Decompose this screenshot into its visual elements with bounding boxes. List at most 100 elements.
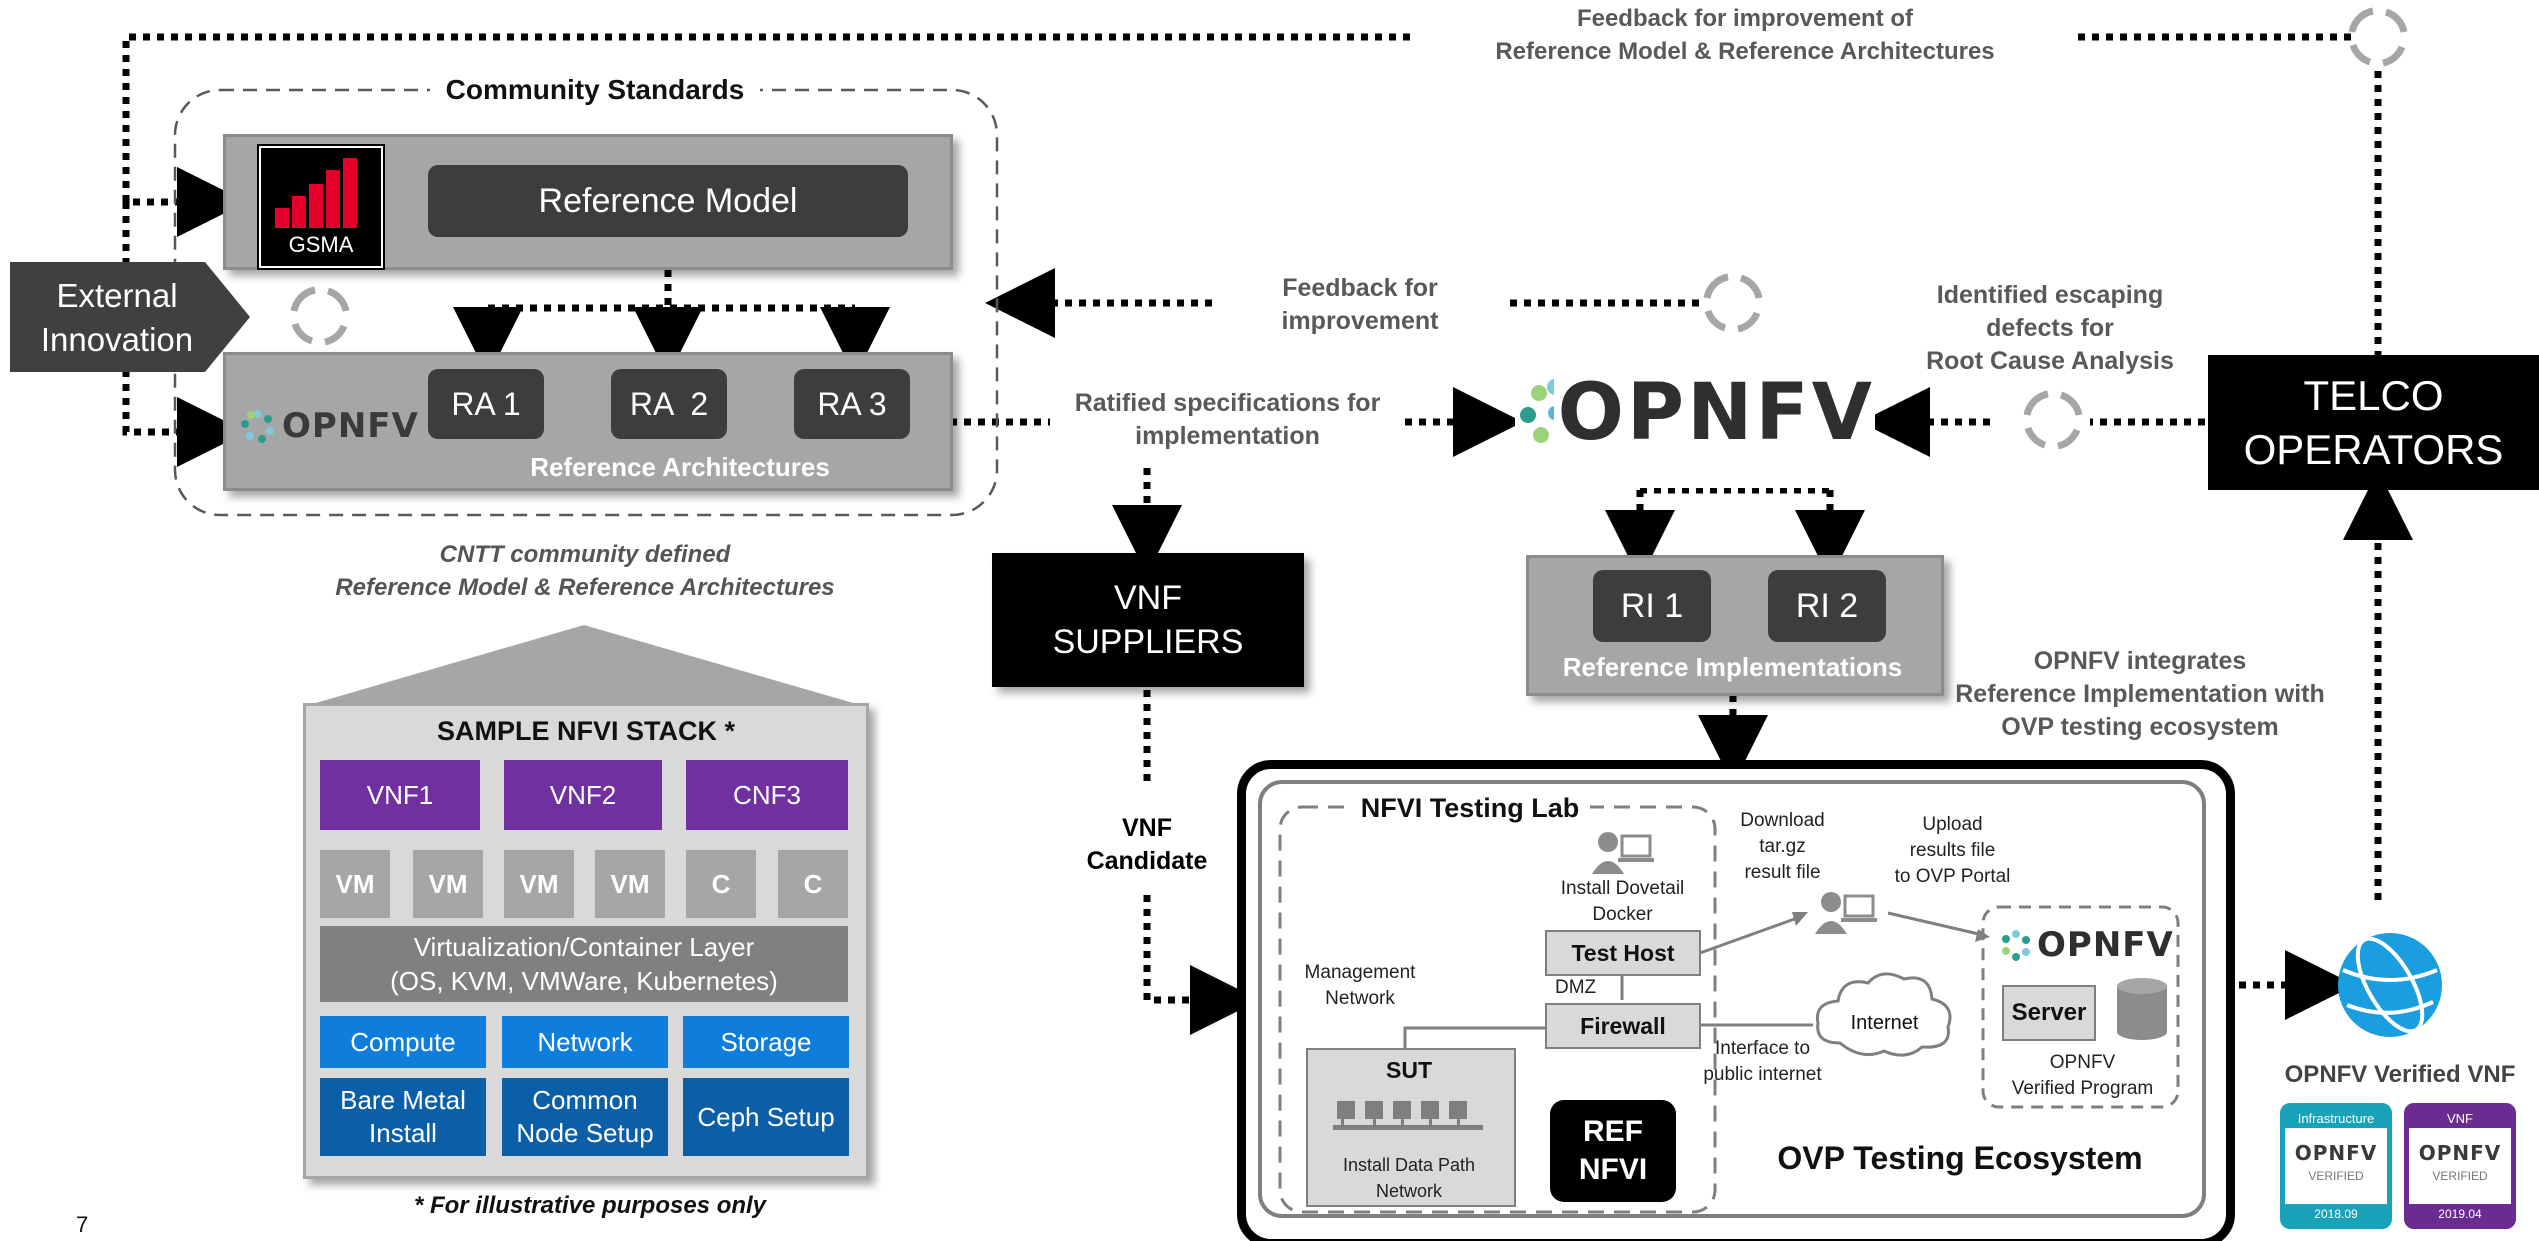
container-box-1: C <box>686 850 756 918</box>
stack-title: SAMPLE NFVI STACK * <box>436 715 735 746</box>
vnf-candidate-line1: VNF <box>1122 814 1172 842</box>
badge2-status: VERIFIED <box>2432 1169 2488 1183</box>
sut-label: SUT <box>1386 1056 1432 1083</box>
virt-line1: Virtualization/Container Layer <box>413 932 755 962</box>
network-box: Network <box>502 1016 668 1068</box>
ovp-ecosystem-title: OVP Testing Ecosystem <box>1777 1139 2143 1176</box>
defects-line1: Identified escaping <box>1936 281 2164 309</box>
ovp-opnfv-logo: OPNFV <box>1998 925 2174 965</box>
cntt-caption: CNTT community defined Reference Model &… <box>300 538 870 604</box>
ra2-box: RA 2 <box>611 369 727 439</box>
opnfv-integrates-label: OPNFV integrates Reference Implementatio… <box>1930 645 2350 744</box>
reference-implementations-label: Reference Implementations <box>1562 651 1903 682</box>
top-feedback-label: Feedback for improvement of Reference Mo… <box>1420 2 2070 68</box>
cycle-icon-top <box>2348 7 2408 67</box>
badge1-brand: OPNFV <box>2294 1141 2378 1165</box>
common-node-line2: Node Setup <box>516 1118 654 1148</box>
ref-nfvi-line2: NFVI <box>1578 1153 1648 1186</box>
data-path-line1: Install Data Path <box>1342 1155 1476 1175</box>
badge2-brand: OPNFV <box>2418 1141 2502 1165</box>
badge1-status: VERIFIED <box>2308 1169 2364 1183</box>
ratified-line2: implementation <box>1135 422 1320 450</box>
compute-box: Compute <box>320 1016 486 1068</box>
dovetail-line1: Install Dovetail <box>1560 878 1685 899</box>
vnf-suppliers-line2: SUPPLIERS <box>1052 623 1244 661</box>
common-node-setup-box: Common Node Setup <box>502 1078 668 1156</box>
virtualization-layer-box: Virtualization/Container Layer (OS, KVM,… <box>320 926 848 1002</box>
verified-vnf-label: OPNFV Verified VNF <box>2284 1061 2516 1088</box>
ovp-caption-line1: OPNFV <box>2049 1052 2116 1073</box>
interface-line2: public internet <box>1703 1064 1822 1085</box>
external-innovation-line1: External <box>56 277 178 314</box>
test-host-box: Test Host <box>1545 930 1701 976</box>
vnf-suppliers-line1: VNF <box>1114 579 1182 617</box>
badge2-date: 2019.04 <box>2409 1204 2511 1224</box>
container-box-2: C <box>778 850 848 918</box>
integrates-line1: OPNFV integrates <box>2033 647 2247 675</box>
community-standards-title: Community Standards <box>430 72 760 108</box>
storage-box: Storage <box>683 1016 849 1068</box>
ratified-spec-label: Ratified specifications for implementati… <box>1050 387 1405 453</box>
interface-label: Interface to public internet <box>1690 1036 1835 1088</box>
ref-nfvi-box: REF NFVI <box>1550 1100 1676 1202</box>
ceph-setup-box: Ceph Setup <box>683 1078 849 1156</box>
telco-operators-box: TELCO OPERATORS <box>2208 355 2539 490</box>
infrastructure-badge: Infrastructure OPNFV VERIFIED 2018.09 <box>2280 1103 2392 1229</box>
ref-nfvi-line1: REF <box>1583 1115 1643 1148</box>
bare-metal-line1: Bare Metal <box>340 1085 466 1115</box>
database-icon <box>2117 978 2167 1040</box>
internet-label: Internet <box>1850 1011 1919 1034</box>
dovetail-line2: Docker <box>1592 904 1653 925</box>
ri2-box: RI 2 <box>1768 570 1886 642</box>
external-innovation-label: External Innovation <box>12 270 222 366</box>
cnf3-box: CNF3 <box>686 760 848 830</box>
cycle-icon-feedback <box>1703 273 1763 333</box>
vnf-badge: VNF OPNFV VERIFIED 2019.04 <box>2404 1103 2516 1229</box>
vm-box-1: VM <box>320 850 390 918</box>
download-label: Download tar.gz result file <box>1725 808 1840 886</box>
data-path-line2: Network <box>1375 1181 1442 1201</box>
defects-line3: Root Cause Analysis <box>1926 347 2174 375</box>
feedback-line2: improvement <box>1281 307 1439 335</box>
integrates-line3: OVP testing ecosystem <box>2001 713 2279 741</box>
integrates-line2: Reference Implementation with <box>1955 680 2325 708</box>
person-laptop-icon <box>1592 832 1654 874</box>
telco-line1: TELCO <box>2303 371 2444 419</box>
management-line2: Network <box>1325 988 1395 1009</box>
network-switch-icon <box>1333 1101 1483 1130</box>
community-standards-border <box>173 88 999 517</box>
person-laptop-icon-2 <box>1815 892 1877 934</box>
internet-cloud-icon <box>1815 972 1952 1057</box>
feedback-line1: Feedback for <box>1282 274 1438 302</box>
lab-title: NFVI Testing Lab <box>1350 790 1590 826</box>
download-line1: Download <box>1740 810 1825 831</box>
badge1-date: 2018.09 <box>2285 1204 2387 1224</box>
top-feedback-line1: Feedback for improvement of <box>1576 5 1914 32</box>
install-dovetail-label: Install Dovetail Docker <box>1545 876 1700 928</box>
gsma-bars-icon <box>275 158 357 228</box>
ratified-line1: Ratified specifications for <box>1074 389 1381 417</box>
dmz-label: DMZ <box>1555 977 1597 998</box>
stack-roof <box>302 625 867 707</box>
ra1-box: RA 1 <box>428 369 544 439</box>
external-innovation-arrow <box>10 262 250 372</box>
install-data-path-label: Install Data Path Network <box>1306 1152 1512 1204</box>
external-innovation-line2: Innovation <box>40 321 194 358</box>
bare-metal-box: Bare Metal Install <box>320 1078 486 1156</box>
server-box: Server <box>2002 985 2096 1041</box>
cntt-caption-line2: Reference Model & Reference Architecture… <box>335 574 835 601</box>
ovp-caption-line2: Verified Program <box>2011 1078 2154 1099</box>
ra3-box: RA 3 <box>794 369 910 439</box>
cycle-icon-left <box>290 286 350 346</box>
vm-box-3: VM <box>504 850 574 918</box>
opnfv-big-text: OPNFV <box>1557 368 1875 458</box>
ri1-box: RI 1 <box>1593 570 1711 642</box>
page-number: 7 <box>76 1212 89 1237</box>
defects-line2: defects for <box>1986 314 2114 342</box>
download-line2: tar.gz <box>1759 836 1806 857</box>
interface-line1: Interface to <box>1714 1038 1811 1059</box>
vm-box-4: VM <box>595 850 665 918</box>
vm-box-2: VM <box>413 850 483 918</box>
management-network-label: Management Network <box>1285 960 1435 1012</box>
